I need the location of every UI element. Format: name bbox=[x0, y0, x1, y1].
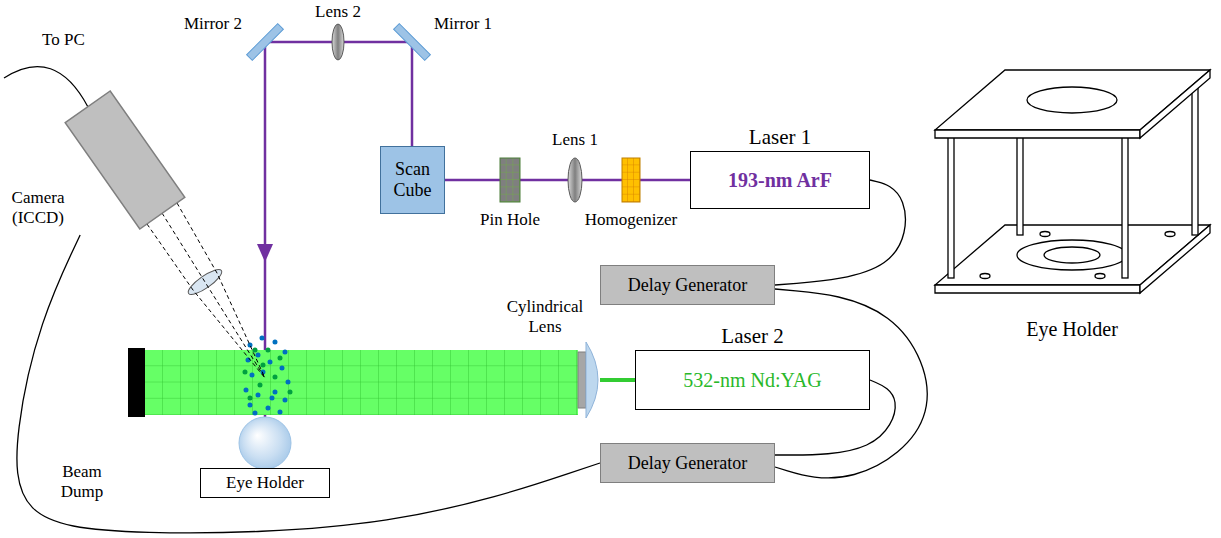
node-label: Delay Generator bbox=[628, 453, 747, 474]
top-plate-edge bbox=[1140, 70, 1210, 138]
part-label: Homogenizer bbox=[585, 210, 678, 230]
laser-box: Laser 1193-nm ArF bbox=[690, 151, 870, 209]
node-label: Camera (ICCD) bbox=[8, 188, 68, 227]
part-label: Lens 2 bbox=[315, 2, 361, 22]
part-label: To PC bbox=[42, 30, 85, 50]
node-heading: Laser 2 bbox=[721, 324, 783, 348]
view-ray bbox=[162, 213, 265, 378]
base-plate bbox=[935, 225, 1210, 285]
scan-cube: Scan Cube bbox=[380, 146, 445, 214]
delay-generator-box: Delay Generator bbox=[600, 265, 775, 305]
camera-cable bbox=[17, 235, 600, 533]
top-plate-edge bbox=[935, 130, 1140, 138]
part-label: Beam Dump bbox=[52, 462, 112, 501]
base-plate-edge bbox=[935, 285, 1140, 293]
node-label: 193-nm ArF bbox=[728, 169, 832, 192]
base-ring bbox=[1017, 240, 1127, 270]
base-ring bbox=[1044, 247, 1100, 263]
view-ray bbox=[177, 203, 265, 378]
screw-hole bbox=[1095, 274, 1105, 279]
camera-housing bbox=[65, 91, 185, 229]
node-label: Eye Holder bbox=[226, 473, 304, 493]
pc-cable bbox=[4, 67, 88, 107]
camera-lens bbox=[185, 266, 225, 299]
homogenizer-symbol bbox=[622, 158, 640, 202]
top-hole bbox=[1027, 87, 1117, 113]
part-label: Cylindrical Lens bbox=[500, 297, 590, 336]
node-label: Delay Generator bbox=[628, 275, 747, 296]
part-label: Pin Hole bbox=[480, 210, 540, 230]
base-plate-edge bbox=[1140, 225, 1210, 293]
node-label: Scan Cube bbox=[387, 159, 439, 200]
laser-box: Laser 2532-nm Nd:YAG bbox=[635, 350, 870, 410]
delay-generator-box: Delay Generator bbox=[600, 443, 775, 483]
light-sheet bbox=[145, 350, 578, 415]
view-ray bbox=[147, 224, 265, 378]
pinhole-symbol bbox=[500, 158, 520, 202]
eye-holder-box: Eye Holder bbox=[200, 468, 330, 498]
lens-symbol bbox=[332, 24, 344, 60]
screw-hole bbox=[1165, 232, 1175, 237]
post bbox=[948, 130, 954, 278]
screw-hole bbox=[980, 274, 990, 279]
beam-dump-symbol bbox=[128, 348, 145, 417]
part-label: Eye Holder bbox=[1026, 318, 1118, 341]
mirror-symbol bbox=[247, 24, 284, 61]
lens-mount bbox=[578, 352, 586, 408]
post bbox=[1122, 130, 1128, 278]
post bbox=[1192, 80, 1198, 235]
eye-sphere bbox=[239, 417, 291, 469]
lens-symbol bbox=[568, 158, 582, 202]
screw-hole bbox=[1040, 232, 1050, 237]
scatter-dots bbox=[243, 348, 293, 401]
camera-body: Camera (ICCD) bbox=[8, 75, 193, 235]
part-label: Mirror 2 bbox=[184, 14, 242, 34]
green-beam bbox=[600, 378, 635, 382]
mirror-symbol bbox=[394, 24, 431, 61]
eye-holder-drawing bbox=[935, 70, 1210, 293]
part-label: Lens 1 bbox=[552, 130, 598, 150]
part-label: Mirror 1 bbox=[434, 14, 492, 34]
cylindrical-lens-symbol bbox=[586, 342, 598, 418]
beam-arrowhead bbox=[257, 244, 273, 262]
top-plate bbox=[935, 70, 1210, 130]
node-heading: Laser 1 bbox=[749, 125, 811, 149]
node-label: 532-nm Nd:YAG bbox=[683, 369, 821, 392]
